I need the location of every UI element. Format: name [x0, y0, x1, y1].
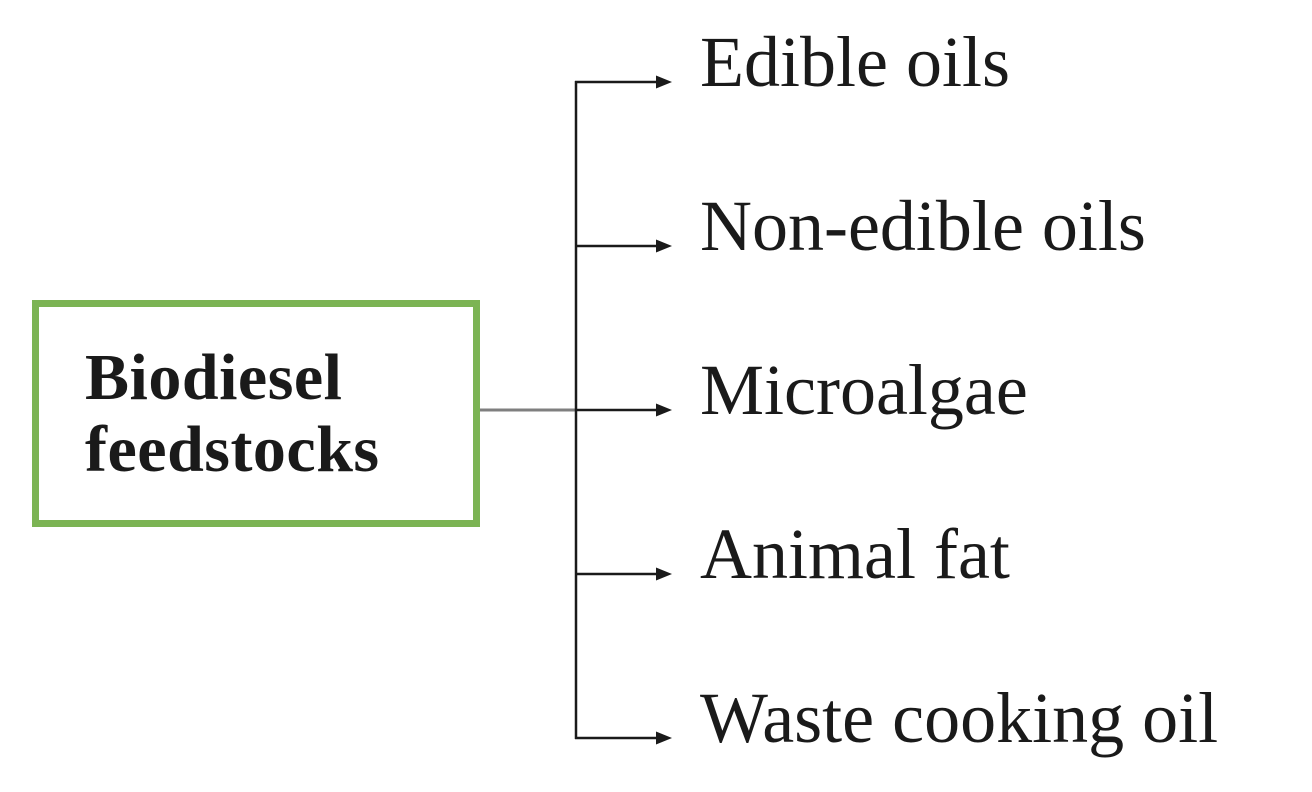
root-node-biodiesel-feedstocks: Biodiesel feedstocks	[32, 300, 480, 527]
leaf-label-waste-cooking-oil: Waste cooking oil	[700, 678, 1219, 758]
root-node-label: Biodiesel feedstocks	[85, 340, 380, 486]
arrowhead-non-edible-oils	[656, 239, 672, 253]
leaf-label-microalgae: Microalgae	[700, 350, 1028, 430]
arrowhead-animal-fat	[656, 567, 672, 581]
arrowhead-edible-oils	[656, 75, 672, 89]
leaf-label-animal-fat: Animal fat	[700, 514, 1010, 594]
arrowhead-waste-cooking-oil	[656, 731, 672, 745]
arrowhead-microalgae	[656, 403, 672, 417]
leaf-label-edible-oils: Edible oils	[700, 22, 1010, 102]
leaf-label-non-edible-oils: Non-edible oils	[700, 186, 1146, 266]
